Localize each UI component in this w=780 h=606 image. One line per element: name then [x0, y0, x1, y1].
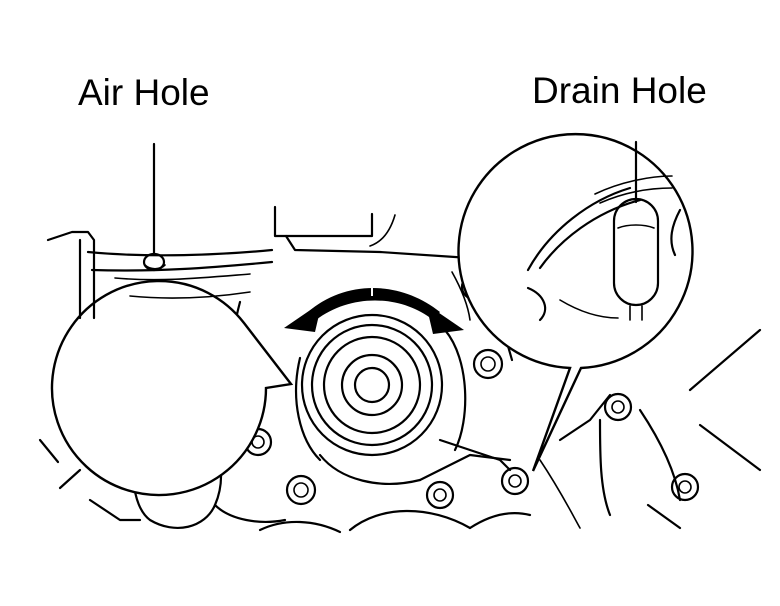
water-pump: [294, 313, 512, 472]
leader-lines: [152, 140, 638, 256]
engine-block-outline: [38, 205, 762, 534]
drain-hole-callout: [457, 133, 694, 472]
rotation-arrow: [284, 285, 464, 334]
air-hole-label: Air Hole: [78, 72, 210, 113]
air-hole-callout: [46, 230, 294, 497]
drain-hole-label: Drain Hole: [532, 70, 707, 111]
